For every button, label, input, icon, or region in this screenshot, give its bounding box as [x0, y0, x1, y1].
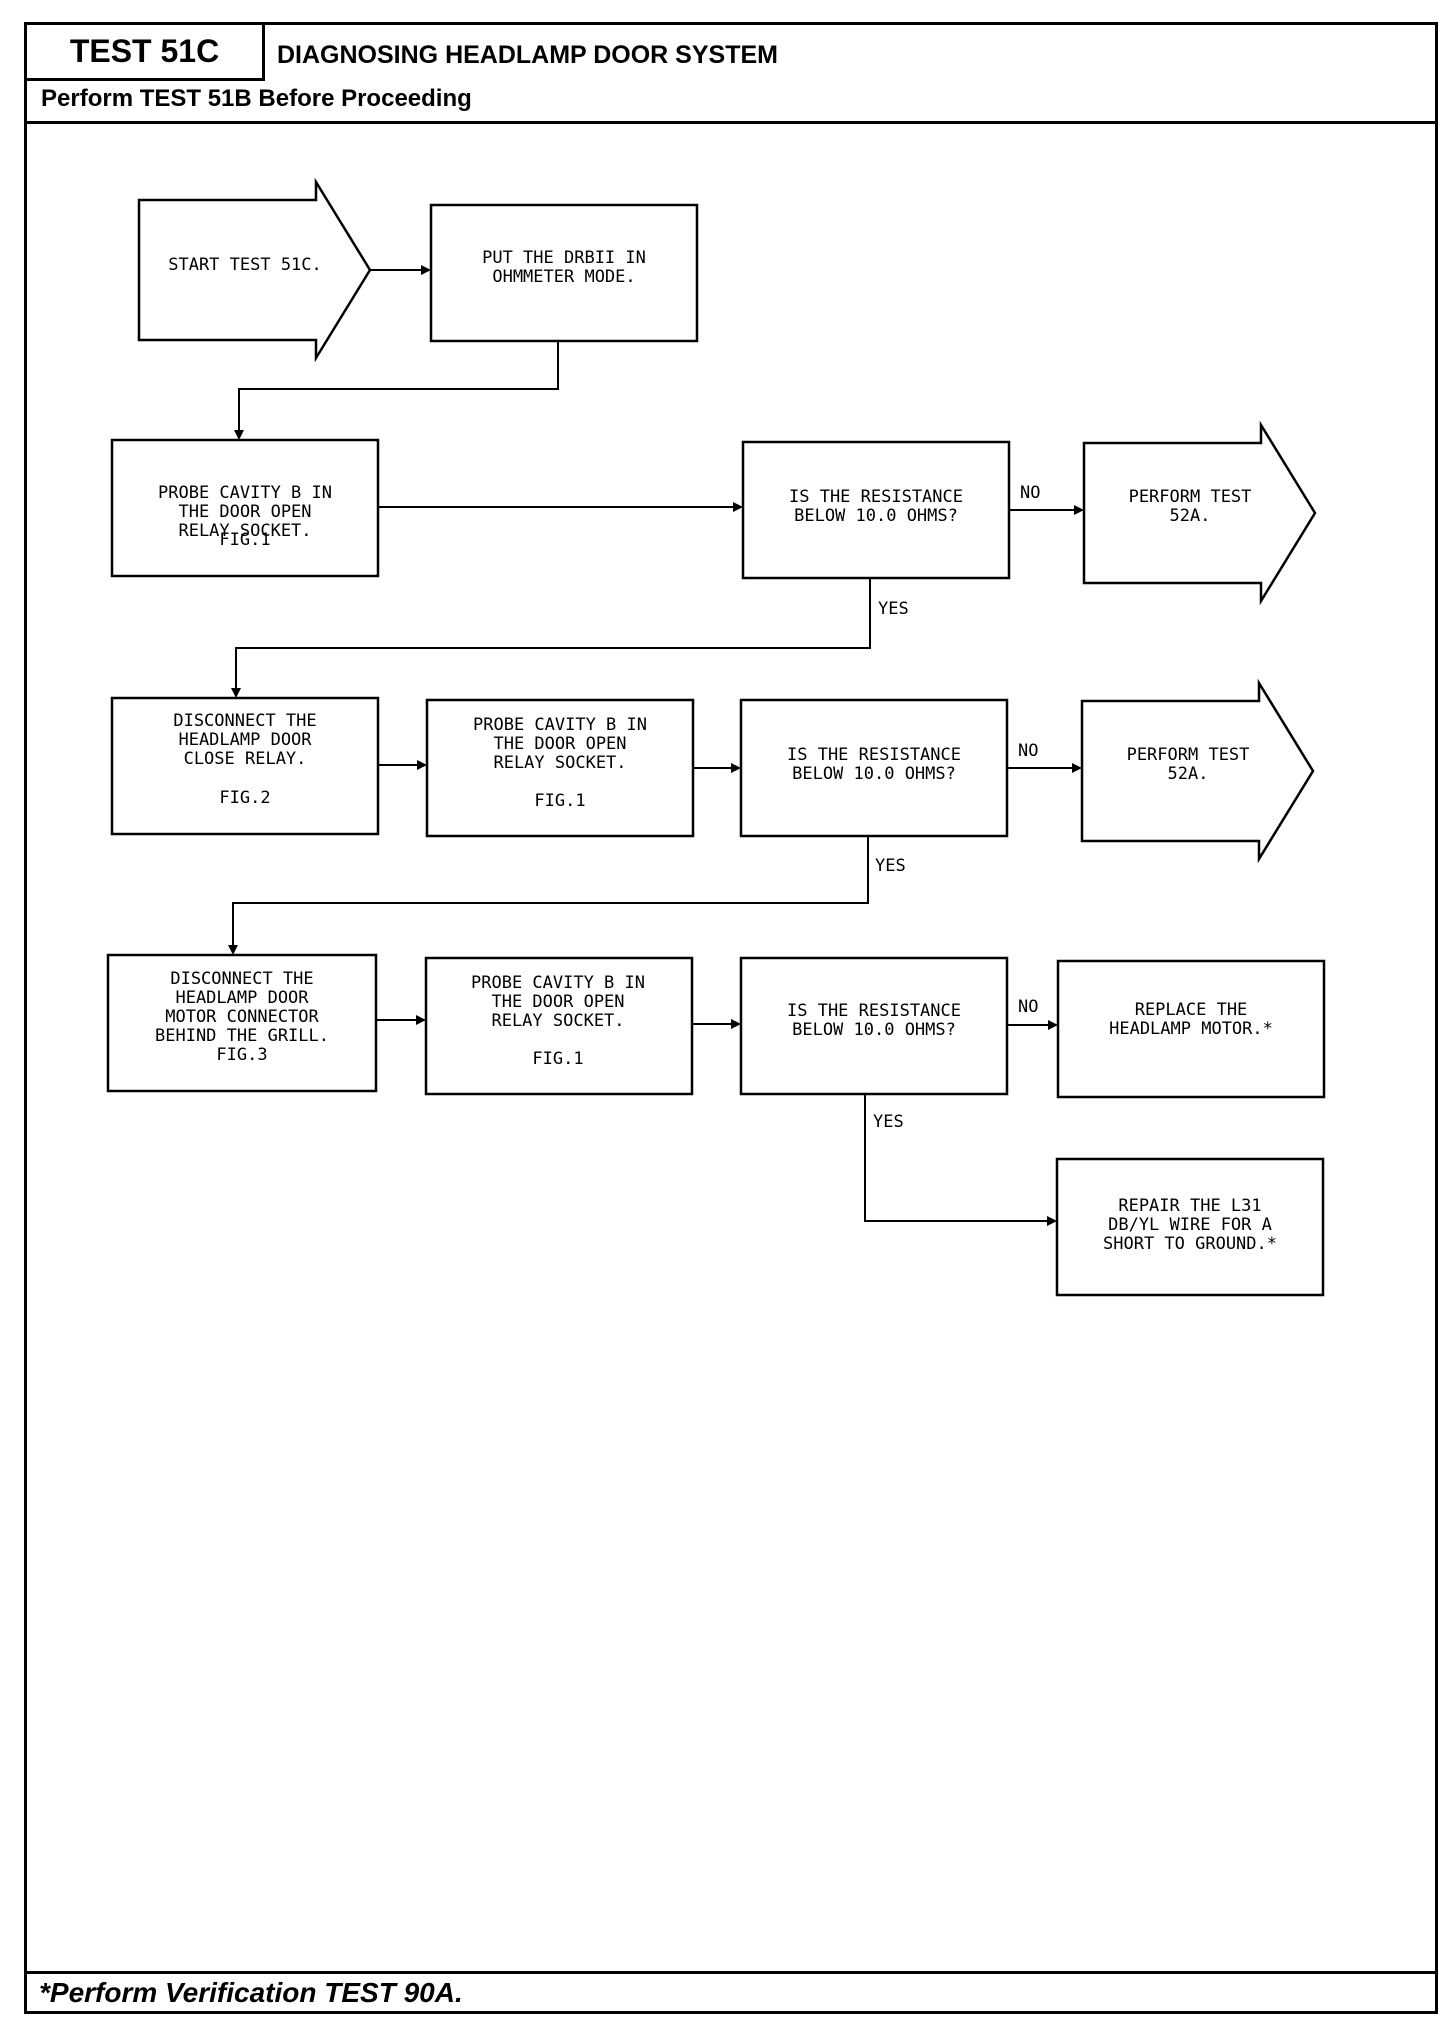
verification-note: *Perform Verification TEST 90A.: [39, 1977, 463, 2008]
disconnect-motor-box: [106, 953, 378, 1093]
perform-test-52a-node-1-line-1: PERFORM TEST: [1129, 487, 1252, 507]
drb-ohmmeter-step-box: [429, 203, 699, 343]
arrowhead: [731, 1019, 741, 1029]
connectors: [228, 265, 1084, 1226]
arrowhead: [416, 1015, 426, 1025]
perform-test-52a-node-1-line-2: 52A.: [1170, 506, 1211, 526]
arrowhead: [1072, 763, 1082, 773]
arrowhead: [733, 502, 743, 512]
probe-step-3-line-4: FIG.1: [532, 1049, 583, 1069]
disconnect-close-relay-step-line-2: HEADLAMP DOOR: [178, 730, 312, 750]
probe-step-2-box: [425, 698, 695, 838]
arrowhead: [1047, 1216, 1057, 1226]
probe-step-3-line-3: RELAY SOCKET.: [491, 1011, 624, 1031]
disconnect-close-relay-box: [110, 696, 380, 836]
probe-step-1-line-1: PROBE CAVITY B IN: [158, 483, 332, 503]
disconnect-close-relay-step-line-3: CLOSE RELAY.: [184, 749, 307, 769]
start-arrow-shape: [137, 177, 372, 363]
arrowhead: [231, 688, 241, 698]
replace-motor-result-line-1: REPLACE THE: [1135, 1000, 1248, 1020]
arrowhead: [731, 763, 741, 773]
disconnect-motor-step-line-2: HEADLAMP DOOR: [175, 988, 309, 1008]
page-frame: TEST 51C DIAGNOSING HEADLAMP DOOR SYSTEM…: [24, 22, 1438, 2014]
arrowhead: [1074, 505, 1084, 515]
decision-2-line-1: IS THE RESISTANCE: [787, 745, 961, 765]
drb-ohmmeter-step-line-2: OHMMETER MODE.: [492, 267, 635, 287]
connector-decision-2-yes: [232, 836, 869, 948]
repair-wire-result-line-2: DB/YL WIRE FOR A: [1108, 1215, 1272, 1235]
replace-motor-box: [1056, 959, 1326, 1099]
probe-step-2-line-1: PROBE CAVITY B IN: [473, 715, 647, 735]
test-number: TEST 51C: [27, 25, 265, 81]
decision-2-line-2: BELOW 10.0 OHMS?: [792, 764, 956, 784]
repair-wire-result-line-3: SHORT TO GROUND.*: [1103, 1234, 1277, 1254]
decision-1-line-1: IS THE RESISTANCE: [789, 487, 963, 507]
perform-test-52a-arrow-1: [1082, 420, 1317, 606]
arrowhead: [1048, 1020, 1058, 1030]
no-label-1: NO: [1020, 483, 1040, 503]
drb-ohmmeter-step-line-1: PUT THE DRBII IN: [482, 248, 646, 268]
probe-step-1-line-3: RELAY SOCKET.: [178, 521, 311, 541]
probe-step-2-line-3: RELAY SOCKET.: [493, 753, 626, 773]
connector-decision-1-yes: [235, 578, 871, 691]
perform-test-52a-node-2-line-1: PERFORM TEST: [1127, 745, 1250, 765]
yes-label-1: YES: [878, 599, 909, 619]
decision-1-line-2: BELOW 10.0 OHMS?: [794, 506, 958, 526]
header-divider: [27, 121, 1435, 124]
perform-test-52a-node-2-line-2: 52A.: [1168, 764, 1209, 784]
connector-drb-to-probe-1: [238, 341, 559, 433]
repair-wire-box: [1055, 1157, 1325, 1297]
page-title: DIAGNOSING HEADLAMP DOOR SYSTEM: [277, 41, 778, 69]
disconnect-close-relay-step-line-4: FIG.2: [219, 788, 270, 808]
connector-decision-3-yes: [864, 1094, 1050, 1222]
replace-motor-result-line-2: HEADLAMP MOTOR.*: [1109, 1019, 1273, 1039]
disconnect-motor-step-line-1: DISCONNECT THE: [170, 969, 313, 989]
decision-3-line-1: IS THE RESISTANCE: [787, 1001, 961, 1021]
no-label-2: NO: [1018, 741, 1038, 761]
probe-step-3-line-2: THE DOOR OPEN: [491, 992, 624, 1012]
disconnect-motor-step-line-4: BEHIND THE GRILL.: [155, 1026, 329, 1046]
prerequisite-note: Perform TEST 51B Before Proceeding: [41, 85, 472, 112]
yes-label-2: YES: [875, 856, 906, 876]
probe-step-3-box: [424, 956, 694, 1096]
disconnect-motor-step-line-5: FIG.3: [216, 1045, 267, 1065]
start-node: START TEST 51C.: [168, 255, 322, 275]
decision-1-box: [741, 440, 1011, 580]
arrowhead: [421, 265, 431, 275]
arrowhead: [417, 760, 427, 770]
yes-label-3: YES: [873, 1112, 904, 1132]
disconnect-close-relay-step-line-1: DISCONNECT THE: [173, 711, 316, 731]
start-node-line-1: START TEST 51C.: [168, 255, 322, 275]
perform-test-52a-arrow-2: [1080, 678, 1315, 864]
probe-step-2-line-4: FIG.1: [534, 791, 585, 811]
no-label-3: NO: [1018, 997, 1038, 1017]
decision-2-box: [739, 698, 1009, 838]
footer-divider: [27, 1971, 1435, 1974]
probe-step-1-line-2: THE DOOR OPEN: [178, 502, 311, 522]
probe-step-1-box: [110, 438, 380, 578]
probe-step-3-line-1: PROBE CAVITY B IN: [471, 973, 645, 993]
probe-step-1-line-4: FIG.1: [219, 530, 270, 550]
decision-3-box: [739, 956, 1009, 1096]
arrowhead: [234, 430, 244, 440]
repair-wire-result-line-1: REPAIR THE L31: [1118, 1196, 1261, 1216]
probe-step-2-line-2: THE DOOR OPEN: [493, 734, 626, 754]
disconnect-motor-step-line-3: MOTOR CONNECTOR: [165, 1007, 319, 1027]
decision-3-line-2: BELOW 10.0 OHMS?: [792, 1020, 956, 1040]
arrowhead: [228, 945, 238, 955]
